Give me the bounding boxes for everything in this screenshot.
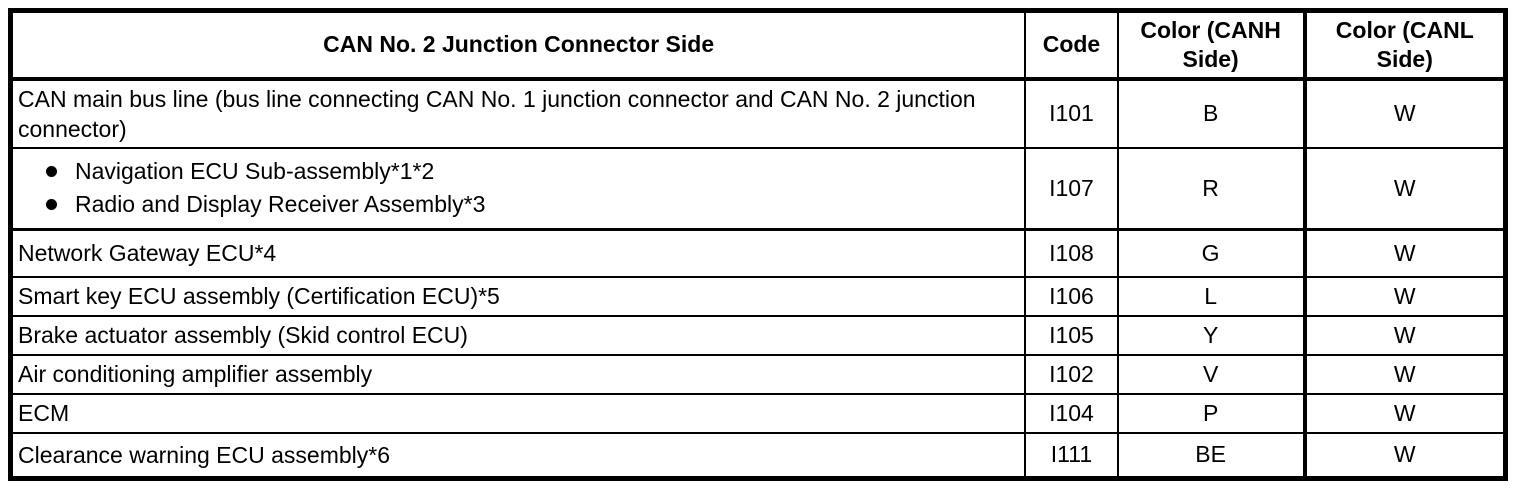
canh-color-cell: L — [1116, 275, 1306, 317]
device-cell: Smart key ECU assembly (Certification EC… — [9, 275, 1027, 317]
code-cell: I104 — [1024, 392, 1119, 434]
canl-color-cell: W — [1302, 228, 1507, 278]
device-cell: ECM — [9, 392, 1027, 434]
canl-color-cell: W — [1302, 275, 1507, 317]
table-row-ecm: ECM I104 P W — [9, 392, 1507, 434]
device-cell: Brake actuator assembly (Skid control EC… — [9, 314, 1027, 356]
code-cell: I101 — [1024, 77, 1119, 149]
canl-color-cell: W — [1302, 146, 1507, 231]
canh-color-cell: R — [1116, 146, 1306, 231]
header-connector-side: CAN No. 2 Junction Connector Side — [9, 9, 1027, 81]
canh-color-cell: BE — [1116, 431, 1306, 480]
bullet-icon — [46, 199, 57, 211]
canl-color-cell: W — [1302, 431, 1507, 480]
can-junction-connector-table: CAN No. 2 Junction Connector Side Code C… — [8, 8, 1508, 481]
list-item-label: Radio and Display Receiver Assembly*3 — [75, 191, 486, 218]
code-cell: I102 — [1024, 353, 1119, 395]
code-cell: I107 — [1024, 146, 1119, 231]
table-row-navigation-radio: Navigation ECU Sub-assembly*1*2 Radio an… — [9, 146, 1507, 231]
canl-color-cell: W — [1302, 77, 1507, 149]
code-cell: I106 — [1024, 275, 1119, 317]
canh-color-cell: V — [1116, 353, 1306, 395]
canh-color-cell: B — [1116, 77, 1306, 149]
table-row-smart-key: Smart key ECU assembly (Certification EC… — [9, 275, 1507, 317]
header-color-canh: Color (CANH Side) — [1116, 9, 1306, 81]
header-code: Code — [1024, 9, 1119, 81]
device-cell: Air conditioning amplifier assembly — [9, 353, 1027, 395]
canh-color-cell: Y — [1116, 314, 1306, 356]
device-cell: CAN main bus line (bus line connecting C… — [9, 77, 1027, 149]
table-row-network-gateway: Network Gateway ECU*4 I108 G W — [9, 228, 1507, 278]
code-cell: I105 — [1024, 314, 1119, 356]
table-row-can-main-bus: CAN main bus line (bus line connecting C… — [9, 77, 1507, 149]
list-item-label: Navigation ECU Sub-assembly*1*2 — [75, 158, 435, 185]
list-item: Radio and Display Receiver Assembly*3 — [18, 188, 1014, 221]
bullet-list: Navigation ECU Sub-assembly*1*2 Radio an… — [18, 153, 1014, 223]
header-color-canl: Color (CANL Side) — [1302, 9, 1507, 81]
canl-color-cell: W — [1302, 314, 1507, 356]
canh-color-cell: P — [1116, 392, 1306, 434]
device-cell: Navigation ECU Sub-assembly*1*2 Radio an… — [9, 146, 1027, 231]
canh-color-cell: G — [1116, 228, 1306, 278]
canl-color-cell: W — [1302, 392, 1507, 434]
device-cell: Clearance warning ECU assembly*6 — [9, 431, 1027, 480]
list-item: Navigation ECU Sub-assembly*1*2 — [18, 155, 1014, 188]
canl-color-cell: W — [1302, 353, 1507, 395]
table-header-row: CAN No. 2 Junction Connector Side Code C… — [9, 9, 1507, 81]
table-row-air-conditioning: Air conditioning amplifier assembly I102… — [9, 353, 1507, 395]
table-row-brake-actuator: Brake actuator assembly (Skid control EC… — [9, 314, 1507, 356]
code-cell: I108 — [1024, 228, 1119, 278]
table-row-clearance-warning: Clearance warning ECU assembly*6 I111 BE… — [9, 431, 1507, 480]
code-cell: I111 — [1024, 431, 1119, 480]
device-cell: Network Gateway ECU*4 — [9, 228, 1027, 278]
bullet-icon — [46, 166, 57, 178]
